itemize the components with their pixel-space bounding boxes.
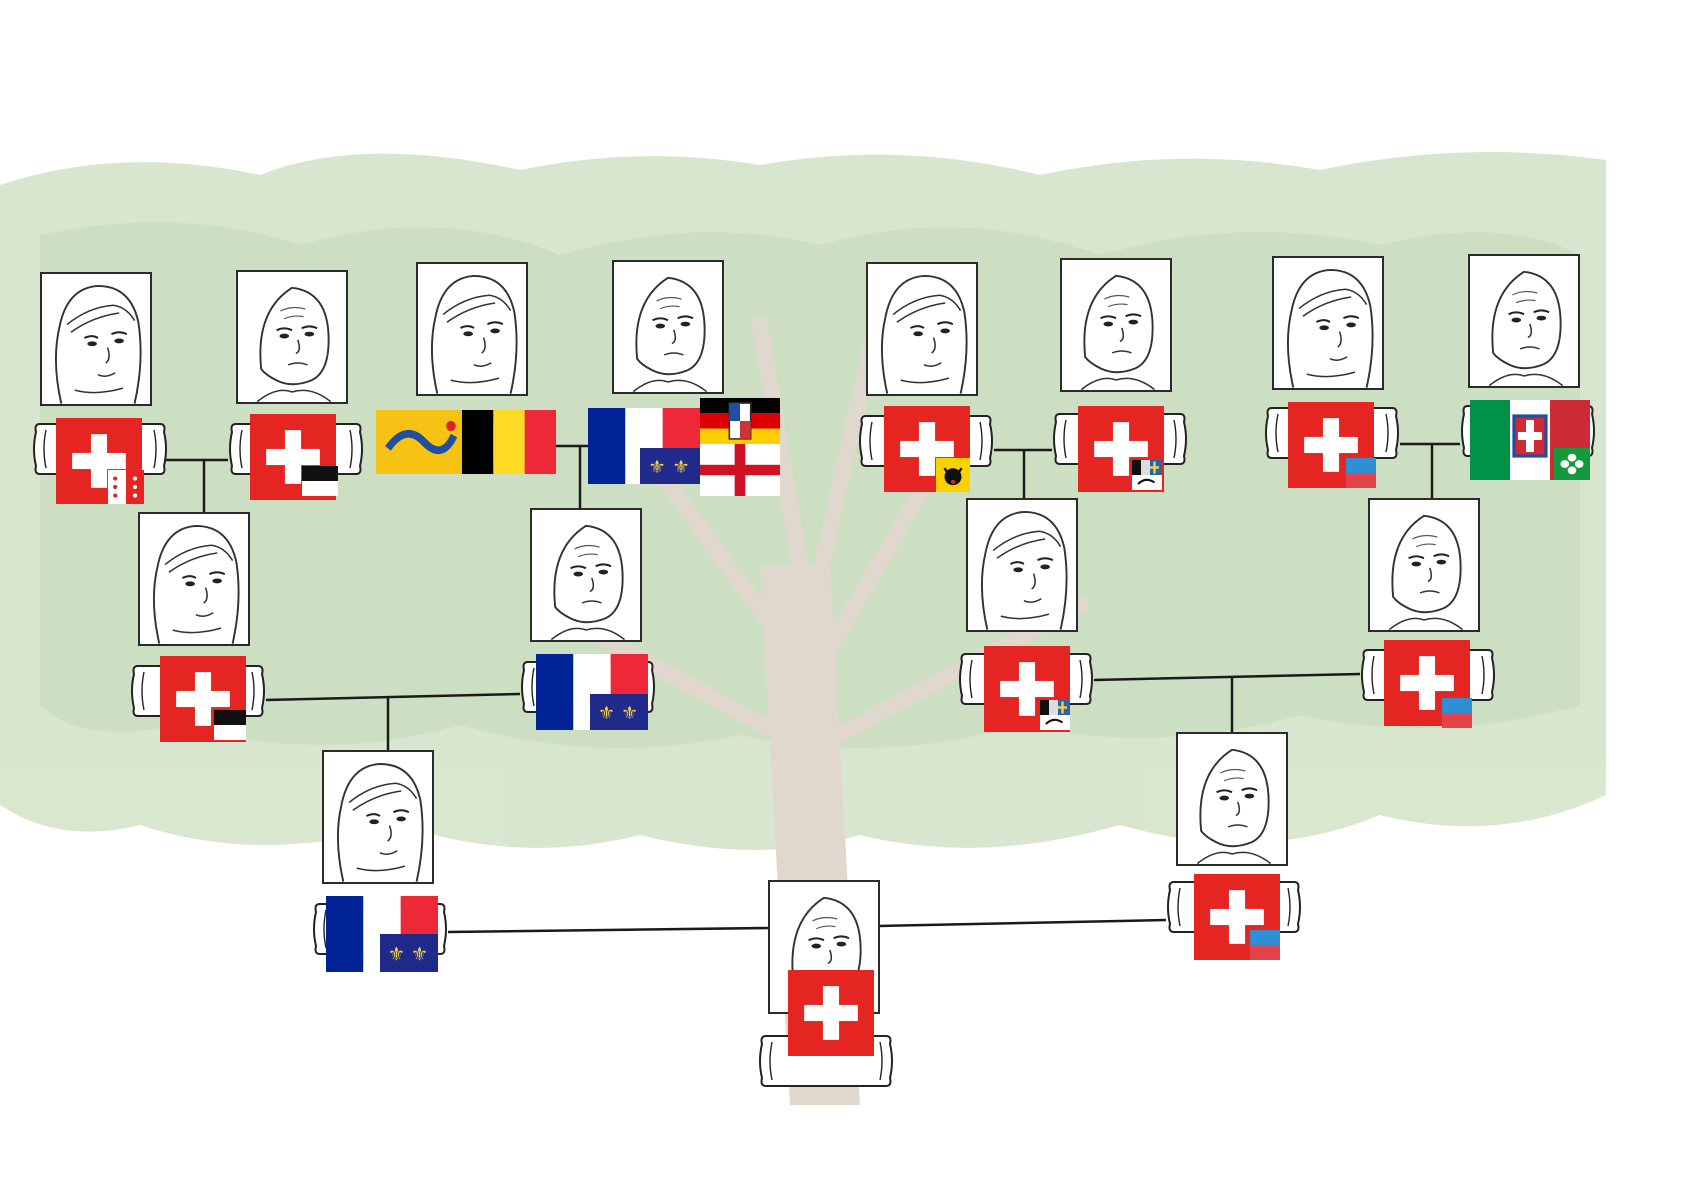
svg-text:⚜: ⚜ (388, 943, 405, 966)
svg-text:⚜: ⚜ (411, 943, 428, 966)
saarland-flag-icon (700, 398, 780, 444)
switzerland-flag-icon (788, 970, 874, 1056)
female-face-icon (416, 262, 528, 396)
tree-connector-line (265, 692, 521, 702)
grisons-flag-icon (1132, 460, 1162, 490)
grisons-flag-icon (1040, 700, 1070, 730)
switzerland-flag-icon (56, 418, 142, 504)
tree-connector-line (879, 918, 1167, 928)
lombardy-flag-icon (1554, 448, 1590, 480)
black-white-flag-icon (214, 710, 246, 740)
tree-connector-line (1093, 672, 1361, 682)
female-face-icon (966, 498, 1078, 632)
male-face-icon (530, 508, 642, 642)
svg-text:⚜: ⚜ (598, 704, 615, 724)
male-face-icon (1468, 254, 1580, 388)
ile-de-france-flag-icon: ⚜⚜ (590, 694, 648, 730)
svg-text:⚜: ⚜ (672, 457, 690, 478)
female-face-icon (138, 512, 250, 646)
england-cross-flag-icon (700, 444, 780, 496)
blue-red-canton-flag-icon (1250, 930, 1280, 960)
uri-flag-icon (936, 458, 970, 492)
qing-china-flag-icon (376, 410, 466, 474)
black-white-flag-icon (302, 466, 338, 496)
male-face-icon (236, 270, 348, 404)
blue-red-canton-flag-icon (1442, 698, 1472, 728)
switzerland-flag-icon (160, 656, 246, 742)
belgium-flag-icon (462, 410, 556, 474)
blue-red-canton-flag-icon (1346, 458, 1376, 488)
female-face-icon (40, 272, 152, 406)
female-face-icon (322, 750, 434, 884)
female-face-icon (866, 262, 978, 396)
male-face-icon (1368, 498, 1480, 632)
ile-de-france-flag-icon: ⚜⚜ (380, 934, 438, 972)
tree-connector-line (447, 926, 769, 934)
ile-de-france-flag-icon: ⚜⚜ (640, 448, 700, 484)
female-face-icon (1272, 256, 1384, 390)
male-face-icon (1060, 258, 1172, 392)
male-face-icon (1176, 732, 1288, 866)
svg-text:⚜: ⚜ (621, 704, 638, 724)
svg-text:⚜: ⚜ (648, 457, 666, 478)
valais-flag-icon (108, 470, 144, 504)
male-face-icon (612, 260, 724, 394)
